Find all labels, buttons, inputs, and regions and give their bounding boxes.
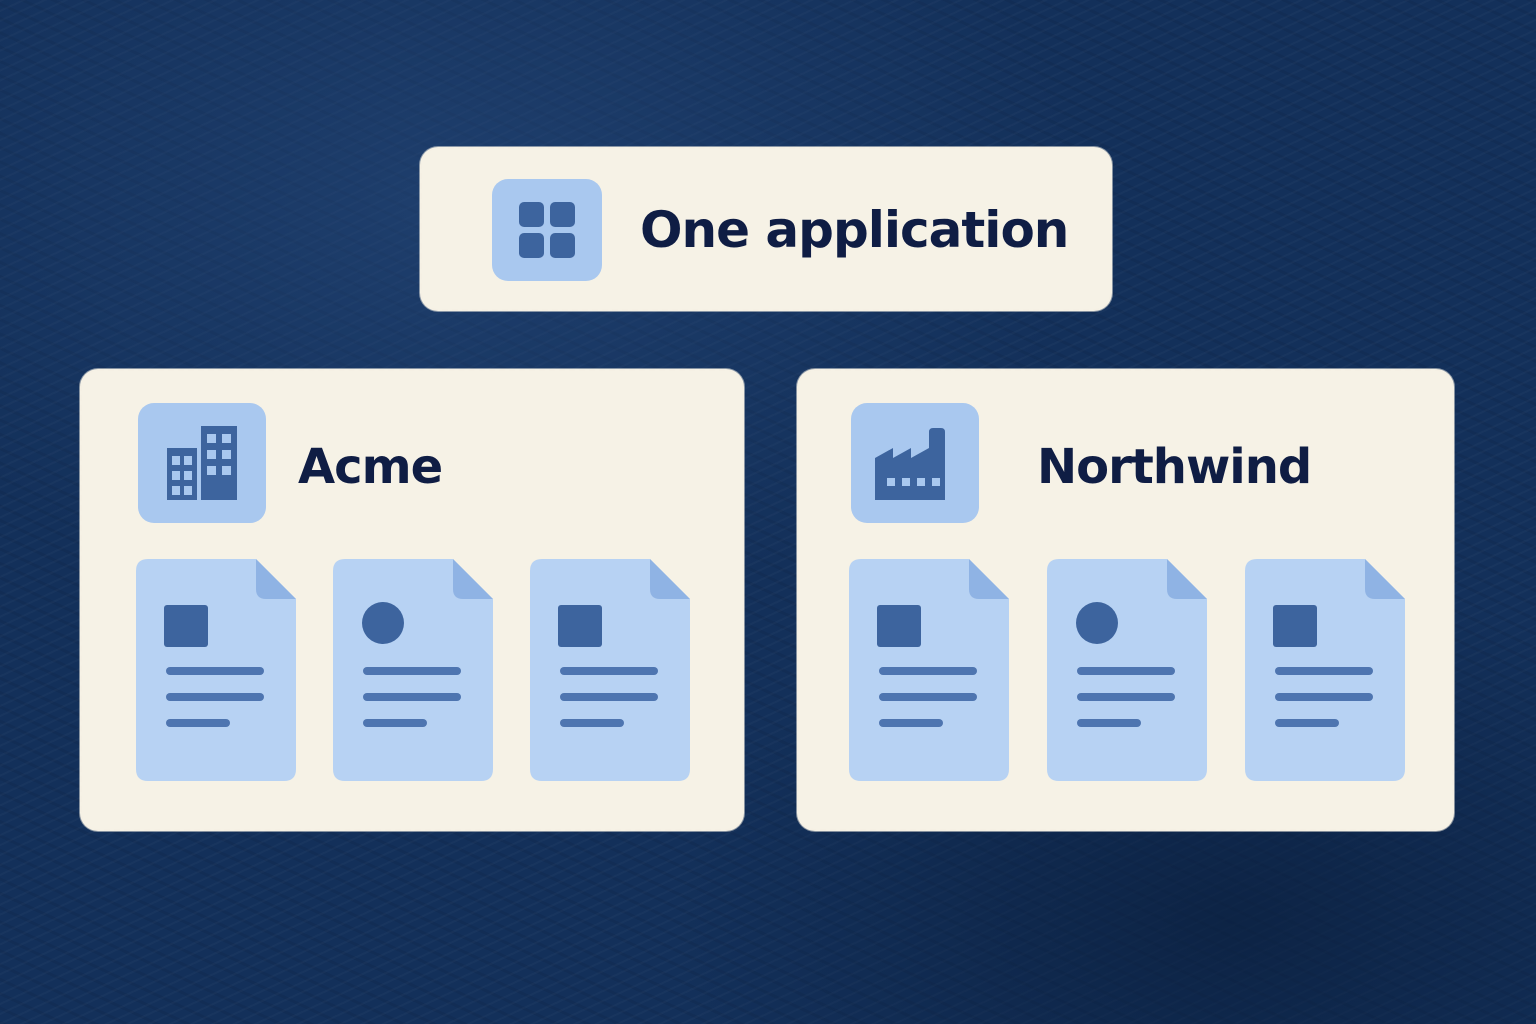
tenant-icon-tile: [851, 403, 979, 523]
documents-row: [849, 559, 1405, 781]
grid-apps-icon: [519, 202, 575, 258]
office-buildings-icon: [167, 426, 237, 500]
tenant-card-acme: Acme: [80, 369, 744, 831]
tenant-name: Acme: [298, 439, 443, 495]
document-icon: [1047, 559, 1207, 781]
document-icon: [136, 559, 296, 781]
tenant-card-northwind: Northwind: [797, 369, 1454, 831]
document-icon: [1245, 559, 1405, 781]
application-icon-tile: [492, 179, 602, 281]
application-title: One application: [640, 201, 1069, 259]
tenant-name: Northwind: [1037, 439, 1312, 495]
document-icon: [530, 559, 690, 781]
application-card: One application: [420, 147, 1112, 311]
document-icon: [333, 559, 493, 781]
tenant-icon-tile: [138, 403, 266, 523]
documents-row: [136, 559, 690, 781]
factory-icon: [875, 428, 945, 500]
document-icon: [849, 559, 1009, 781]
